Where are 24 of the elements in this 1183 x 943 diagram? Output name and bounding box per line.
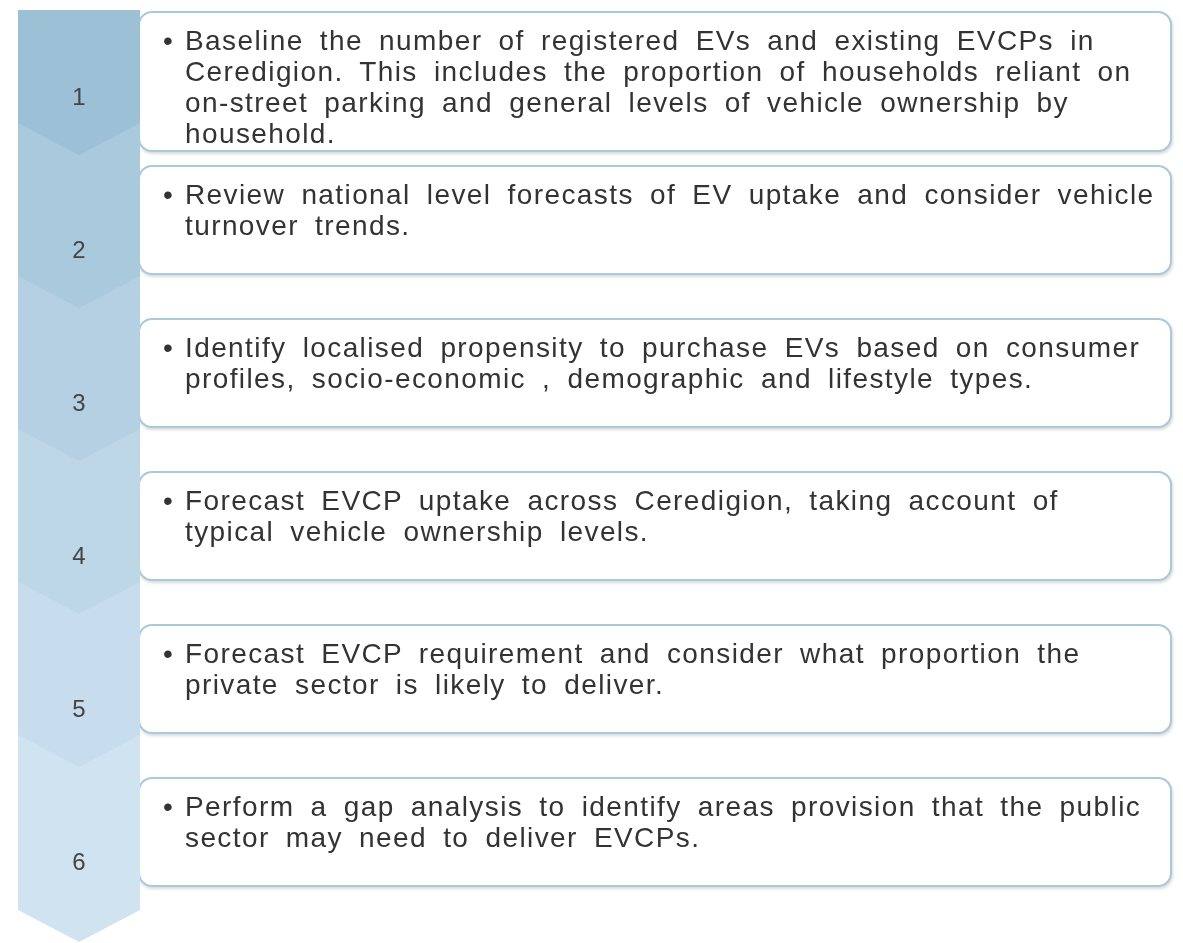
step-number: 3 [71, 388, 87, 418]
step-description: Identify localised propensity to purchase EVs based on consumer profiles, socio-economic , demographic and lifestyle types. [185, 332, 1142, 394]
step-description: Forecast EVCP uptake across Ceredigion, taking account of typical vehicle ownership levels. [185, 485, 1060, 547]
step-box [138, 11, 1172, 152]
step-box [138, 318, 1172, 428]
step-number: 2 [71, 235, 87, 265]
step-description: Review national level forecasts of EV uptake and consider vehicle turnover trends. [185, 179, 1156, 241]
step-box [138, 777, 1172, 887]
bullet-marker: • [163, 332, 176, 363]
step-number: 6 [71, 847, 87, 877]
step-description: Perform a gap analysis to identify areas provision that the public sector may need to deliver EVCPs. [185, 791, 1143, 853]
bullet-marker: • [163, 485, 176, 516]
step-description: Baseline the number of registered EVs and existing EVCPs in Ceredigion. This includes the proportion of households reliant on on-street parking and general levels of vehicle ownership by household. [185, 25, 1133, 149]
step-box [138, 624, 1172, 734]
step-number: 1 [71, 82, 87, 112]
step-box [138, 471, 1172, 581]
step-number: 5 [71, 694, 87, 724]
step-description: Forecast EVCP requirement and consider what proportion the private sector is likely to deliver. [185, 638, 1082, 700]
bullet-marker: • [163, 791, 176, 822]
step-box [138, 165, 1172, 275]
bullet-marker: • [163, 179, 176, 210]
bullet-marker: • [163, 25, 176, 56]
bullet-marker: • [163, 638, 176, 669]
step-number: 4 [71, 541, 87, 571]
